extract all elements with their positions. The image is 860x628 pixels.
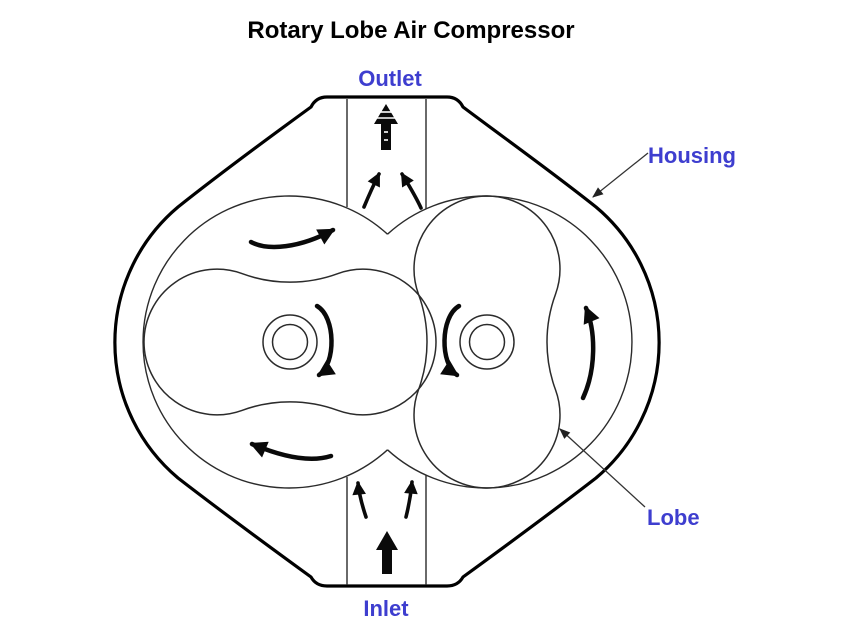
right-shaft [459, 314, 515, 370]
left-lobe-rotor [143, 268, 437, 416]
outlet-bold-arrow [374, 104, 398, 150]
housing-leader-line [592, 152, 649, 198]
diagram-title: Rotary Lobe Air Compressor [247, 17, 574, 44]
left-rotor-rotation-arrow [314, 303, 336, 378]
flow-arrow-upper-left [248, 227, 336, 250]
outlet-duct-lines [346, 99, 427, 209]
label-inlet: Inlet [363, 596, 409, 621]
housing-outline [113, 95, 661, 588]
inlet-duct-lines [346, 475, 427, 585]
label-outlet: Outlet [358, 66, 422, 91]
flow-arrow-lower-left [249, 441, 334, 461]
left-shaft [262, 314, 318, 370]
inlet-flow-arrows [352, 479, 418, 519]
bore-right-chamber-arc [387, 195, 633, 489]
bore-left-chamber-arc [142, 195, 388, 489]
label-housing: Housing [648, 143, 736, 168]
label-lobe: Lobe [647, 505, 700, 530]
lobe-leader-line [559, 428, 646, 508]
flow-arrow-right-side [580, 305, 600, 401]
inlet-bold-arrow [376, 531, 398, 574]
right-lobe-rotor [413, 195, 561, 489]
outlet-flow-arrows [362, 172, 423, 210]
right-rotor-rotation-arrow [440, 303, 462, 378]
